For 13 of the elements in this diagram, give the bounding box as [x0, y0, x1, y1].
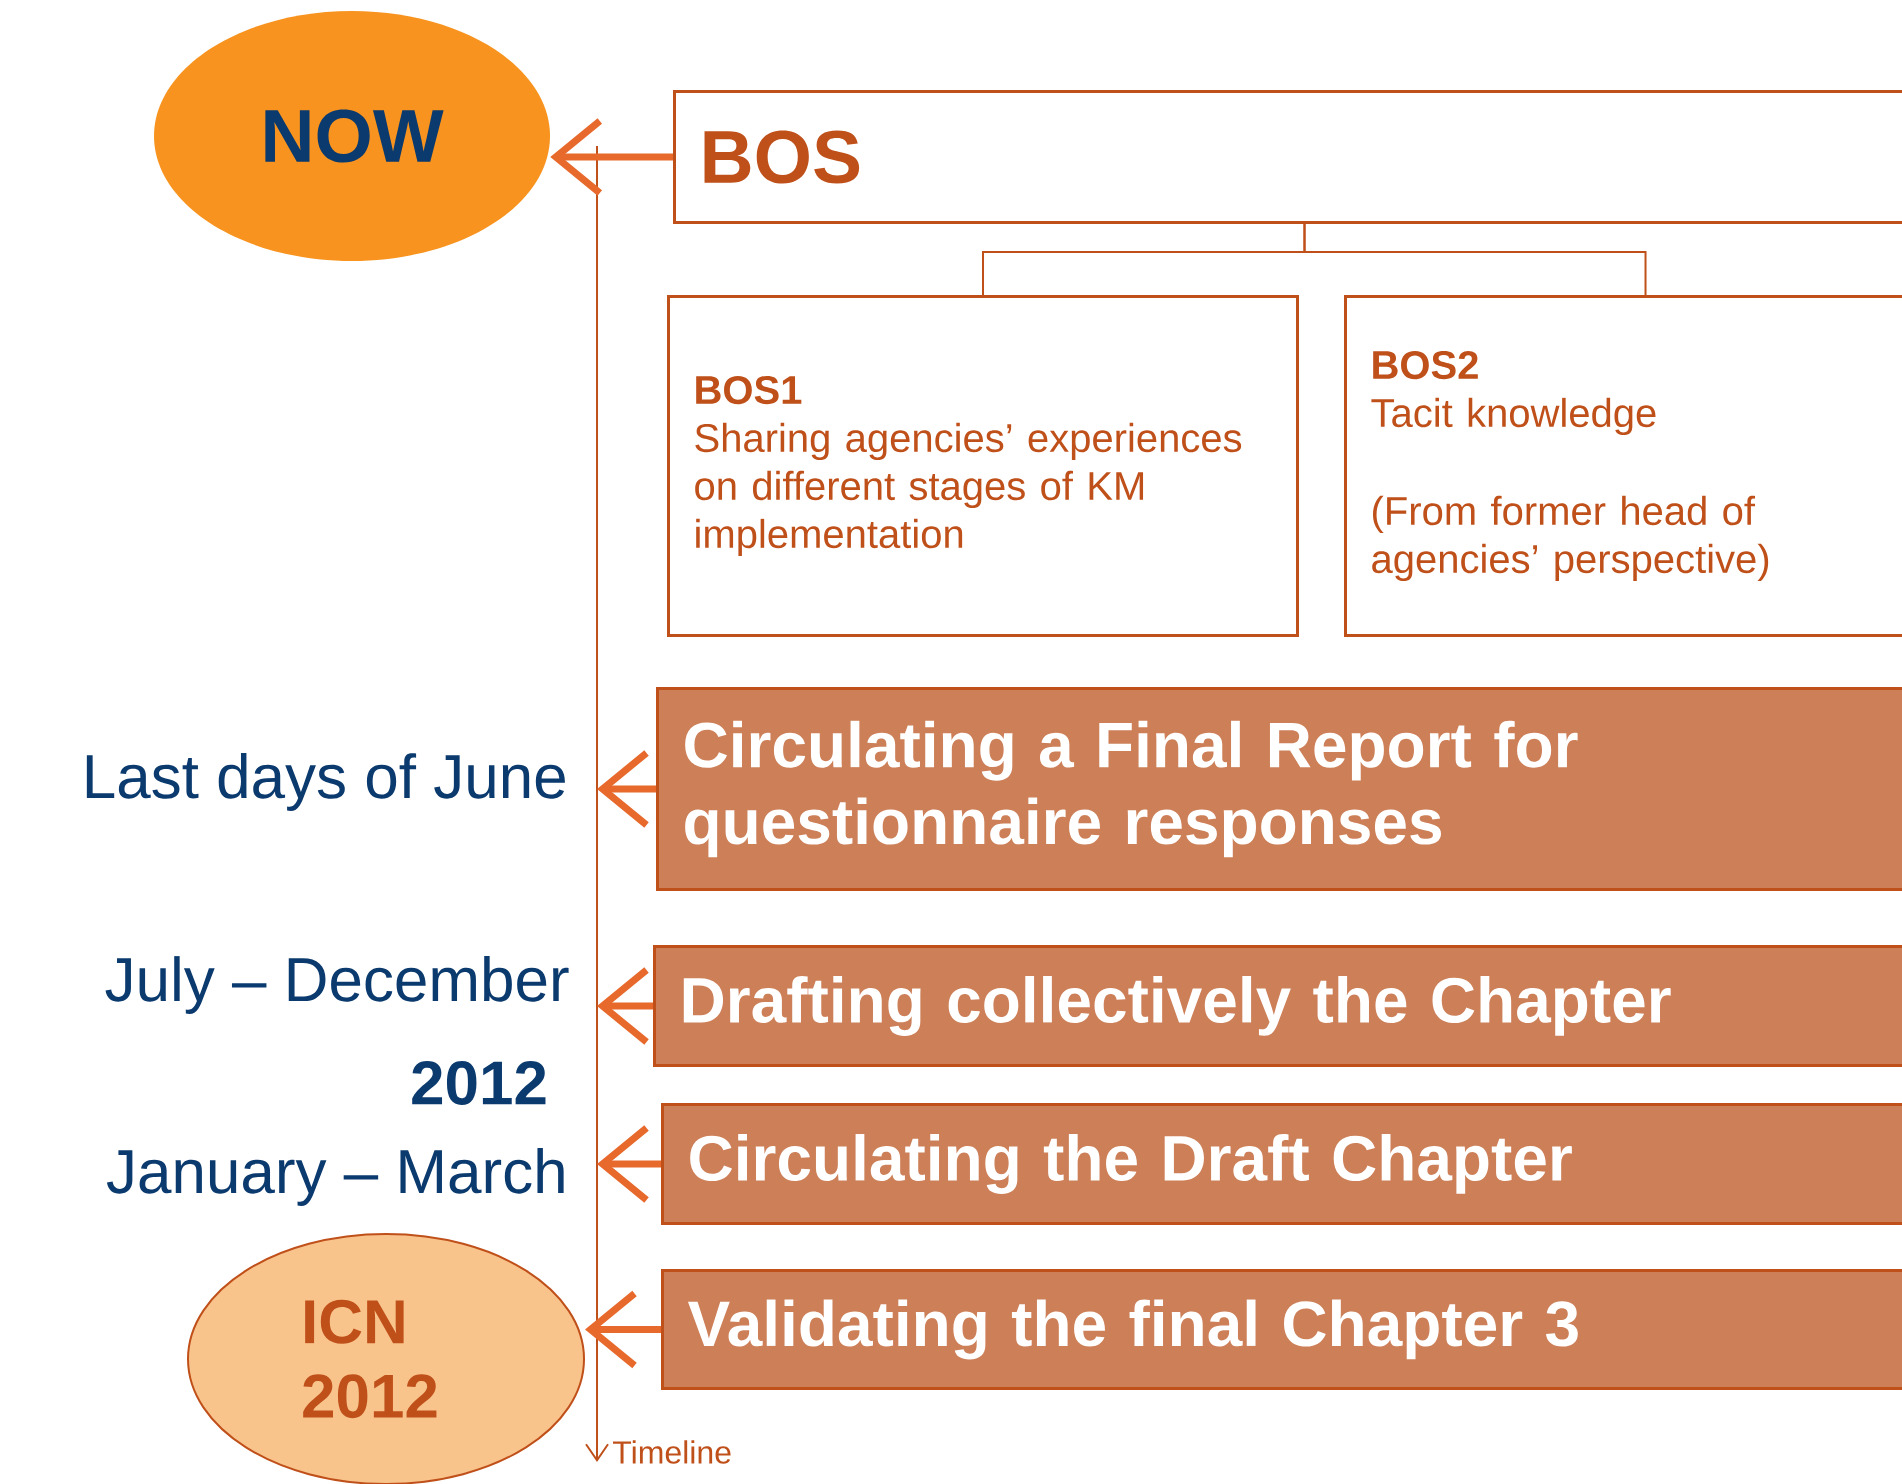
step-box: Validating the final Chapter 3	[661, 1269, 1902, 1390]
date-label: January – March	[106, 1148, 564, 1206]
header-box: BOS	[673, 90, 1902, 224]
topic-box: BOS2 Tacit knowledge (From former head of agencies’ perspective)	[1344, 295, 1902, 637]
axis-label: Timeline	[613, 1440, 731, 1464]
year-label: 2012	[412, 1061, 546, 1105]
date-label: Last days of June	[86, 753, 565, 811]
topic-box: BOS1 Sharing agencies’ experiences on different stages of KM implementation	[667, 295, 1299, 637]
connector-line	[1303, 223, 1647, 296]
date-label: July – December	[105, 956, 569, 1014]
step-box: Circulating the Draft Chapter	[661, 1103, 1902, 1225]
step-box: Drafting collectively the Chapter	[653, 945, 1902, 1067]
step-box: Circulating a Final Report for questionnaire responses	[656, 687, 1902, 891]
